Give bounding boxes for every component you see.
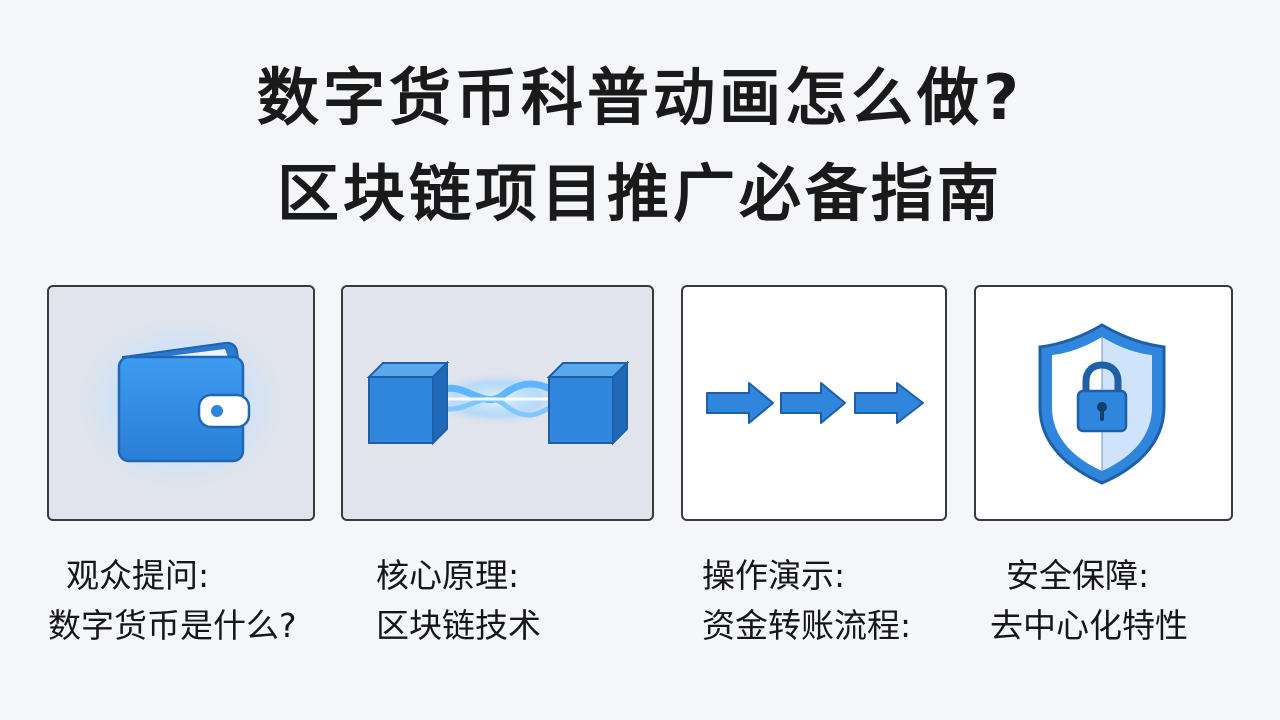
caption-demo-heading: 操作演示:: [702, 556, 846, 595]
transfer-flow-panel: [681, 285, 947, 521]
caption-audience-question-text: 数字货币是什么?: [48, 606, 297, 645]
wallet-panel: [47, 285, 315, 521]
caption-core-principle-text: 区块链技术: [376, 606, 541, 645]
arrow-flow-icon: [706, 382, 924, 424]
caption-core-principle-heading: 核心原理:: [376, 556, 520, 595]
caption-security-text: 去中心化特性: [990, 606, 1188, 645]
wallet-icon: [61, 303, 301, 503]
page-title-line-1: 数字货币科普动画怎么做?: [257, 61, 1023, 134]
blockchain-panel: [341, 285, 654, 521]
page-title-line-2: 区块链项目推广必备指南: [276, 157, 1003, 230]
caption-security-heading: 安全保障:: [1006, 556, 1150, 595]
caption-audience-question-heading: 观众提问:: [66, 556, 210, 595]
caption-demo-text: 资金转账流程:: [702, 606, 912, 645]
shield-lock-icon: [1038, 323, 1166, 485]
security-panel: [974, 285, 1233, 521]
blockchain-link-icon: [366, 360, 630, 446]
